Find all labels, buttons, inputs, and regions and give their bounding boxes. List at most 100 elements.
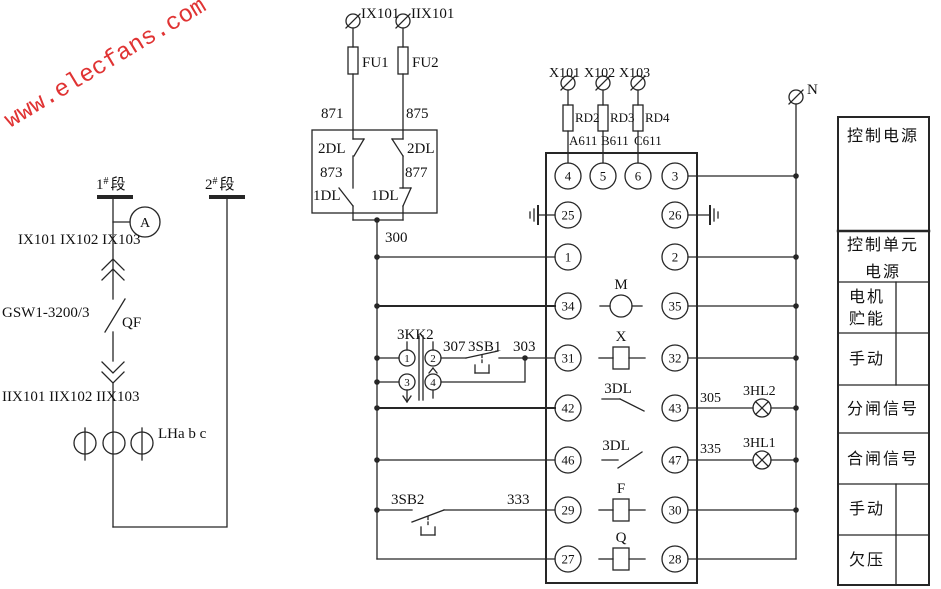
lower-ct-labels: IIX101 IIX102 IIX103 (2, 389, 139, 405)
terminal-row-42-43: 42 43 3DL (554, 381, 689, 422)
terminal-number: 3 (672, 169, 679, 184)
wire-877-label: 877 (405, 165, 428, 181)
ct-name-label: LHa b c (158, 426, 207, 442)
wire-873-label: 873 (320, 165, 343, 181)
dl-contact-box (311, 129, 438, 214)
terminal-row-27-28: 27 28 Q (554, 530, 689, 573)
contact-1dl-right-label: 1DL (371, 188, 399, 204)
fuse-fu1 (347, 46, 359, 75)
terminal-row-46-47: 46 47 3DL (554, 438, 689, 474)
neutral-bus-section: N 305 3HL2 335 3HL1 (687, 82, 818, 560)
terminal-iix101-label: IIX101 (411, 6, 454, 22)
switch-contact-label: 3 (404, 377, 410, 389)
terminal-ix101-label: IX101 (361, 6, 399, 22)
legend-row-label: 电机 (849, 288, 885, 306)
breaker-name-label: QF (122, 315, 141, 331)
terminal-number: 46 (562, 453, 576, 468)
switch-3kk2-label: 3KK2 (397, 327, 434, 343)
fuse-rd2-label: RD2 (575, 110, 600, 125)
terminal-block: X101 X102 X103 RD2 RD3 RD4 A611 B611 C61… (529, 66, 719, 584)
junction-dot (793, 254, 799, 260)
terminal-number: 35 (669, 299, 682, 314)
motor-symbol-label: M (614, 277, 627, 293)
coil-symbol-label: Q (616, 530, 627, 546)
wire-300-label: 300 (385, 230, 408, 246)
terminal-n (788, 89, 804, 105)
ammeter (129, 206, 161, 238)
phase-wire-label: B611 (601, 133, 629, 148)
ammeter-label: A (140, 216, 151, 231)
pushbutton-3sb2 (411, 509, 445, 536)
breaker-model-label: GSW1-3200/3 (2, 305, 90, 321)
terminal-number: 4 (565, 169, 572, 184)
legend-row-label: 手动 (849, 500, 885, 518)
control-circuit-section: 3KK2 1 2 3 4 307 3SB1 303 (374, 219, 556, 560)
phase-wire-label: A611 (569, 133, 597, 148)
wire-875-label: 875 (406, 106, 429, 122)
legend-row-label: 欠压 (849, 551, 885, 569)
section-tie-line (112, 196, 228, 528)
junction-dot (374, 303, 380, 309)
contact-2dl-right (391, 138, 404, 157)
terminal-block-border (545, 152, 698, 584)
watermark-text: www.elecfans.com (0, 0, 211, 135)
junction-dot (793, 507, 799, 513)
terminal-number: 34 (562, 299, 576, 314)
lamp-3hl1-label: 3HL1 (743, 436, 776, 451)
terminal-row-34-35: 34 35 M (554, 277, 689, 320)
breaker-qf-blade (104, 298, 126, 333)
terminal-row-top: 4 5 6 3 (554, 162, 689, 190)
contact-symbol-label: 3DL (604, 381, 632, 397)
drawout-symbol-lower (101, 361, 125, 384)
motor-symbol (599, 294, 643, 318)
button-3sb1-label: 3SB1 (468, 339, 501, 355)
terminal-number: 28 (669, 552, 682, 567)
phase-terminal-label: X103 (619, 66, 650, 81)
wire (440, 357, 526, 383)
terminal-number: 5 (600, 169, 607, 184)
terminal-number: 31 (562, 351, 575, 366)
legend-table: 控制电源 控制单元 电源 电机 贮能 手动 分闸信号 合闸信号 手动 欠压 (836, 116, 931, 586)
switch-contact-label: 2 (430, 353, 436, 365)
terminal-number: 2 (672, 250, 679, 265)
terminal-number: 25 (562, 208, 575, 223)
phase-input-x102 (595, 75, 611, 164)
coil-symbol-label: X (616, 329, 627, 345)
switch-contact-label: 4 (430, 377, 436, 389)
wire-871-label: 871 (321, 106, 344, 122)
current-transformers (73, 427, 154, 461)
terminal-number: 26 (669, 208, 683, 223)
upper-ct-labels: IX101 IX102 IX103 (18, 232, 140, 248)
wire-333-label: 333 (507, 492, 530, 508)
fuse-rd3-label: RD3 (610, 110, 635, 125)
contact-2dl-right-label: 2DL (407, 141, 435, 157)
junction-dot (793, 457, 799, 463)
junction-dot (793, 405, 799, 411)
pushbutton-3sb1 (465, 350, 499, 374)
contact-symbol-3dl-no (601, 451, 643, 469)
phase-terminal-label: X102 (584, 66, 615, 81)
lamp-3hl2 (752, 398, 772, 418)
terminal-number: 47 (669, 453, 683, 468)
wire-305-label: 305 (700, 391, 721, 406)
fuse-rd4-label: RD4 (645, 110, 670, 125)
fuse-fu2 (397, 46, 409, 75)
terminal-number: 29 (562, 503, 575, 518)
terminal-row-1-2: 1 2 (554, 243, 689, 271)
legend-row-label: 控制电源 (847, 127, 919, 145)
contact-2dl-left (352, 138, 365, 157)
legend-row-label: 合闸信号 (847, 450, 919, 468)
contact-symbol-3dl-nc (601, 398, 645, 412)
terminal-number: 42 (562, 401, 575, 416)
coil-symbol-label: F (617, 481, 625, 497)
terminal-n-label: N (807, 82, 818, 98)
legend-row-label: 控制单元 (847, 236, 919, 254)
contact-1dl-left (338, 187, 354, 207)
junction-dot (793, 303, 799, 309)
junction-dot (793, 355, 799, 361)
control-switch-3kk2: 3KK2 1 2 3 4 (397, 327, 442, 403)
legend-row-label: 贮能 (849, 310, 885, 328)
legend-row-label: 分闸信号 (847, 400, 919, 418)
